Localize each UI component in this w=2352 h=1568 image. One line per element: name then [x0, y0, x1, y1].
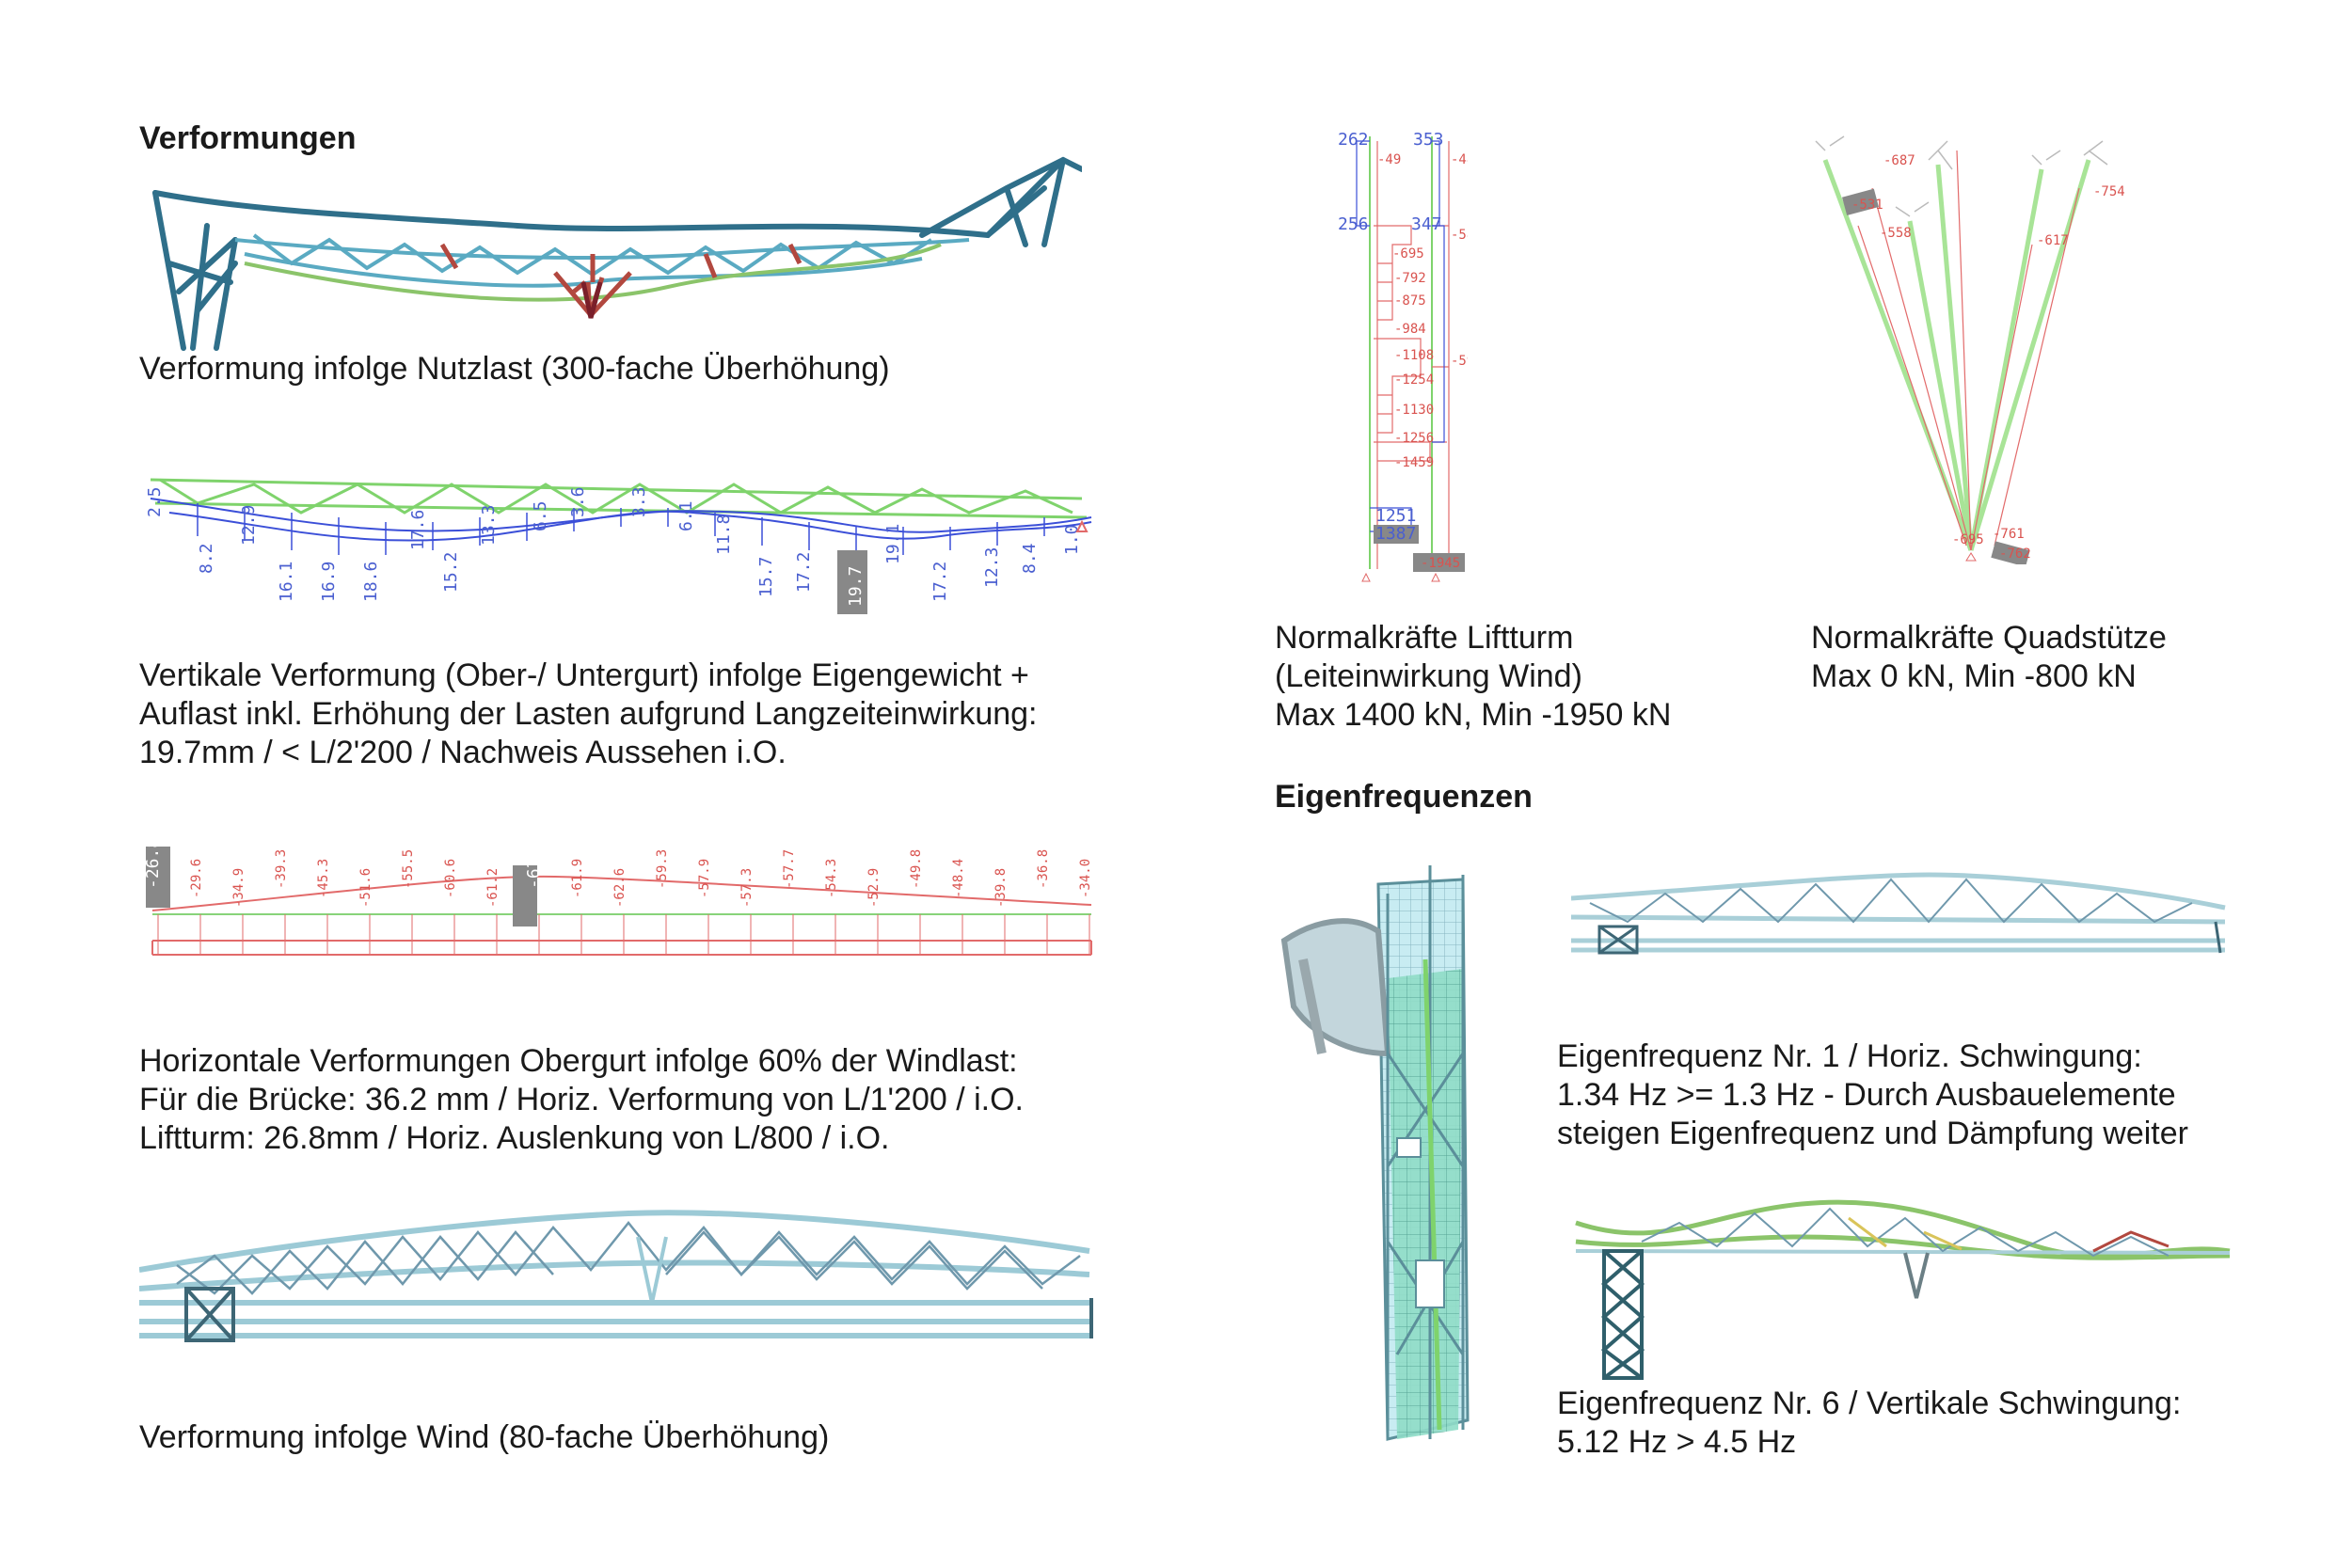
figure-eigenmode-6 — [1575, 1199, 2231, 1380]
horizontal-deflection-label: -63.0 — [524, 847, 544, 889]
horizontal-deflection-label: -52.9 — [866, 868, 882, 908]
lift-force-label: -48 — [1451, 152, 1468, 167]
quad-force-label: -687 — [1883, 153, 1915, 168]
lift-force-label: -1254 — [1394, 372, 1434, 388]
figure-eigenmode-1 — [1571, 872, 2226, 955]
horizontal-deflection-label: -54.3 — [824, 859, 839, 898]
deflection-label: 6.5 — [531, 500, 550, 531]
caption-fig4: Verformung infolge Wind (80-fache Überhö… — [139, 1419, 830, 1455]
horizontal-deflection-label: -61.2 — [485, 868, 501, 908]
figure-nutzlast-deformation — [152, 156, 1082, 351]
fig3-value-labels: -26.8 -29.6 -34.9 -39.3 -45.3 -51.6 -55.5 -60.6… — [143, 847, 1093, 908]
figure-wind-deformation — [139, 1210, 1093, 1342]
caption-fig1: Verformung infolge Nutzlast (300-fache Ü… — [139, 351, 890, 387]
horizontal-deflection-label: -57.7 — [782, 849, 797, 889]
quad-force-label: -558 — [1880, 226, 1912, 241]
quad-force-label: -531 — [1851, 198, 1883, 213]
deflection-label: 15.7 — [756, 557, 776, 597]
deflection-label: 17.6 — [408, 510, 428, 550]
deflection-label: 8.2 — [197, 543, 216, 574]
lift-force-label: -695 — [1392, 246, 1424, 261]
quad-force-label: -762 — [1999, 546, 2031, 562]
deflection-label: 11.8 — [714, 515, 734, 555]
deflection-label: 18.6 — [361, 562, 381, 602]
quad-value-labels: -687 -754 -531 -558 -617 -695 -761 -762 — [1851, 153, 2125, 562]
lift-force-label: 347 — [1411, 214, 1442, 234]
deflection-label: 13.3 — [479, 505, 499, 546]
horizontal-deflection-label: -51.6 — [358, 868, 373, 908]
deflection-label: 2.5 — [145, 486, 165, 517]
lift-force-label: 1251 — [1375, 506, 1416, 526]
lift-force-label: 1387 — [1375, 524, 1416, 544]
horizontal-deflection-label: -61.9 — [570, 859, 585, 898]
heading-eigenfrequenzen: Eigenfrequenzen — [1275, 779, 1533, 815]
deflection-label: 17.2 — [794, 552, 814, 593]
lift-force-label: 256 — [1338, 214, 1369, 234]
lift-force-label: -584 — [1451, 228, 1468, 243]
lift-force-label: -49 — [1377, 152, 1401, 167]
horizontal-deflection-label: -39.3 — [274, 849, 289, 889]
horizontal-deflection-label: -57.3 — [739, 868, 755, 908]
figure-horizontal-deformation: -26.8 -29.6 -34.9 -39.3 -45.3 -51.6 -55.5 -60.6… — [143, 847, 1093, 956]
deflection-label: 19.7 — [846, 566, 866, 607]
lift-force-label: -1256 — [1394, 431, 1434, 446]
deflection-label: 6.1 — [676, 500, 696, 531]
horizontal-deflection-label: -39.8 — [993, 868, 1009, 908]
deflection-label: 3.6 — [568, 486, 588, 517]
lift-force-label: -1130 — [1394, 403, 1434, 418]
horizontal-deflection-label: -45.3 — [316, 859, 331, 898]
lift-force-label: -792 — [1394, 271, 1426, 286]
lift-force-label: 353 — [1413, 132, 1444, 150]
bridge-max-marker — [513, 865, 537, 927]
deflection-label: 15.2 — [441, 552, 461, 593]
lift-force-label: -599 — [1451, 354, 1468, 369]
horizontal-deflection-label: -60.6 — [443, 859, 458, 898]
horizontal-deflection-label: -48.4 — [951, 859, 966, 898]
deflection-label: 12.9 — [239, 505, 259, 546]
horizontal-deflection-label: -62.6 — [612, 868, 628, 908]
deflection-label: 16.9 — [319, 562, 339, 602]
caption-eigenmode-1: Eigenfrequenz Nr. 1 / Horiz. Schwingung:… — [1557, 1038, 2188, 1151]
deflection-label: 19.1 — [883, 524, 903, 564]
max-deflection-marker — [837, 550, 867, 614]
deflection-label: 17.2 — [930, 562, 950, 602]
lift-force-label: -1108 — [1394, 348, 1434, 363]
caption-quad-column: Normalkräfte Quadstütze Max 0 kN, Min -8… — [1811, 620, 2167, 694]
horizontal-deflection-label: -36.8 — [1036, 849, 1051, 889]
deflection-label: 8.4 — [1020, 543, 1040, 574]
quad-force-label: -695 — [1952, 532, 1984, 547]
figure-vertical-deformation: 2.5 8.2 12.9 16.1 16.9 18.6 17.6 15.2 13.3 6.5 3.6… — [145, 478, 1092, 614]
figure-lift-tower-3d-model — [1280, 865, 1470, 1441]
heading-verformungen: Verformungen — [139, 120, 357, 156]
figure-quad-column-normal-forces: -687 -754 -531 -558 -617 -695 -761 -762 — [1815, 135, 2125, 564]
horizontal-deflection-label: -57.9 — [697, 859, 712, 898]
caption-eigenmode-6: Eigenfrequenz Nr. 6 / Vertikale Schwingu… — [1557, 1386, 2182, 1460]
deflection-label: 16.1 — [277, 562, 296, 602]
quad-force-label: -754 — [2093, 184, 2125, 199]
horizontal-deflection-label: -34.9 — [231, 868, 246, 908]
fig2-value-labels: 2.5 8.2 12.9 16.1 16.9 18.6 17.6 15.2 13.3 6.5 3.6… — [145, 486, 1082, 607]
deflection-label: 12.3 — [982, 547, 1002, 588]
lift-force-label: -1459 — [1394, 455, 1434, 470]
lift-force-label: -984 — [1394, 322, 1426, 337]
caption-fig3: Horizontale Verformungen Obergurt infolg… — [139, 1043, 1024, 1156]
horizontal-deflection-label: -59.3 — [655, 849, 670, 889]
horizontal-deflection-label: -55.5 — [401, 849, 416, 889]
horizontal-deflection-label: -49.8 — [909, 849, 924, 889]
quad-force-label: -617 — [2037, 233, 2069, 248]
horizontal-deflection-label: -34.0 — [1078, 859, 1093, 898]
lift-force-label: -875 — [1394, 293, 1426, 309]
deflection-label: 3.3 — [629, 486, 649, 517]
caption-lift-tower: Normalkräfte Liftturm (Leiteinwirkung Wi… — [1275, 620, 1672, 733]
caption-fig2: Vertikale Verformung (Ober-/ Untergurt) … — [139, 657, 1038, 770]
lift-force-label: 262 — [1338, 132, 1369, 150]
horizontal-deflection-label: -29.6 — [189, 859, 204, 898]
quad-force-label: -761 — [1993, 527, 2025, 542]
horizontal-deflection-label: -26.8 — [143, 847, 163, 889]
lift-force-label: -1945 — [1421, 556, 1460, 571]
lift-tower-marker — [146, 847, 170, 908]
